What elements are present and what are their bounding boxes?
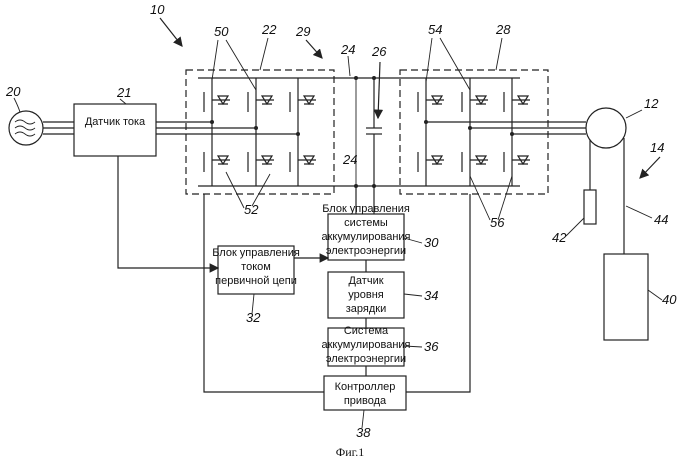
leader-52b: [252, 174, 270, 206]
leader-50b: [226, 40, 256, 90]
arrow-14: [640, 157, 660, 178]
arrow-26: [378, 62, 380, 118]
ref-36: 36: [424, 339, 439, 354]
ref-12: 12: [644, 96, 659, 111]
ref-34: 34: [424, 288, 438, 303]
counterweight: [584, 190, 596, 224]
ref-30: 30: [424, 235, 439, 250]
leader-50a: [212, 40, 218, 80]
ref-32: 32: [246, 310, 261, 325]
elevator-car: [604, 254, 648, 340]
leader-54b: [440, 38, 470, 90]
current-sensor-label: Датчик тока: [85, 116, 146, 128]
motor-sheave: [586, 108, 626, 148]
leader-44: [626, 206, 652, 218]
ref-40: 40: [662, 292, 677, 307]
figure-caption: Фиг.1: [336, 445, 364, 459]
primary-control-label-2: током: [241, 261, 271, 273]
ref-14: 14: [650, 140, 664, 155]
leader-52a: [226, 172, 244, 208]
ref-29: 29: [295, 24, 310, 39]
phase-lines-right: [426, 122, 586, 134]
arrow-29: [306, 40, 322, 58]
leader-56b: [498, 176, 512, 220]
leader-20: [14, 98, 20, 112]
leader-56a: [470, 176, 490, 220]
ref-42: 42: [552, 230, 567, 245]
ref-54: 54: [428, 22, 442, 37]
ref-44: 44: [654, 212, 668, 227]
generator: [9, 111, 43, 145]
drive-controller-label-1: Контроллер: [335, 381, 396, 393]
ref-22: 22: [261, 22, 277, 37]
arrow-10: [160, 18, 182, 46]
leader-12: [626, 110, 642, 118]
inverter-bridge: [418, 78, 530, 186]
charge-sensor-label-2: уровня: [348, 289, 384, 301]
charge-sensor-label-3: зарядки: [346, 303, 387, 315]
rectifier-dashed-boundary: [186, 70, 334, 194]
leader-28: [496, 38, 502, 70]
ref-26: 26: [371, 44, 387, 59]
dc-link-capacitor: [354, 76, 382, 188]
ref-24-bottom: 24: [342, 152, 357, 167]
current-sensor-box: [74, 104, 156, 156]
drive-controller-label-2: привода: [344, 395, 387, 407]
storage-label-3: электроэнергии: [326, 353, 406, 365]
line-control-label-3: аккумулирования: [322, 231, 411, 243]
charge-sensor-label-1: Датчик: [348, 275, 383, 287]
line-control-label-2: системы: [344, 217, 388, 229]
ref-50: 50: [214, 24, 229, 39]
ref-52: 52: [244, 202, 259, 217]
ref-24-top: 24: [340, 42, 355, 57]
leader-42: [566, 218, 584, 236]
phase-lines-left: [43, 122, 74, 134]
ref-10: 10: [150, 2, 165, 17]
phase-lines-mid: [156, 122, 298, 134]
leader-24-top: [348, 56, 350, 76]
ref-21: 21: [116, 85, 131, 100]
leader-34: [404, 294, 422, 296]
ref-28: 28: [495, 22, 511, 37]
line-control-label-1: Блок управления: [322, 203, 410, 215]
primary-control-label-1: Блок управления: [212, 247, 300, 259]
rectifier-bridge: [204, 78, 316, 186]
ref-56: 56: [490, 215, 505, 230]
ref-38: 38: [356, 425, 371, 440]
leader-22: [260, 38, 268, 70]
storage-label-2: аккумулирования: [322, 339, 411, 351]
inverter-dashed-boundary: [400, 70, 548, 194]
primary-control-label-3: первичной цепи: [215, 275, 297, 287]
leader-40: [648, 290, 662, 300]
line-control-label-4: электроэнергии: [326, 245, 406, 257]
leader-54a: [426, 38, 432, 82]
ref-20: 20: [5, 84, 21, 99]
